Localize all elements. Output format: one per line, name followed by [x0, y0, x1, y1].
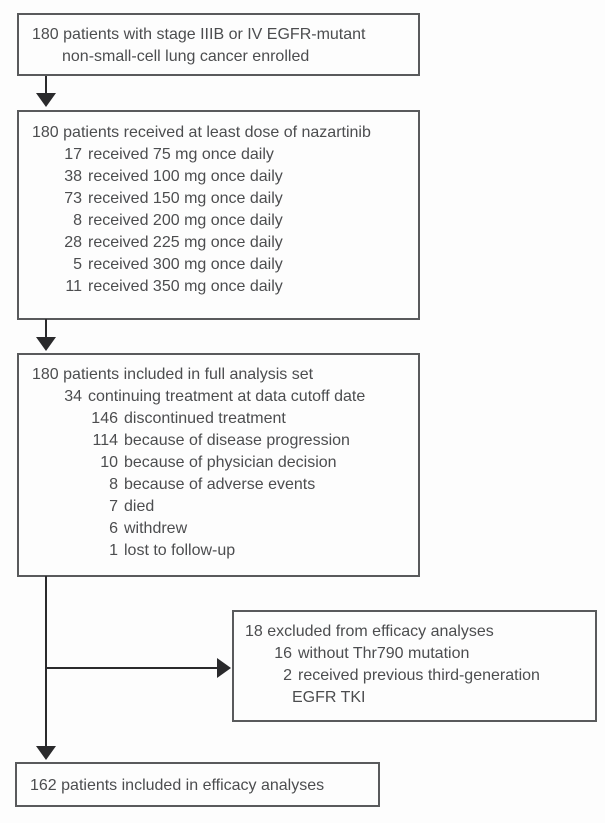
box-efficacy: 162 patients included in efficacy analys…	[15, 762, 380, 807]
list-item: 6 withdrew	[32, 518, 412, 540]
item-count: 2	[283, 667, 292, 684]
box-enrolled: 180 patients with stage IIIB or IV EGFR-…	[17, 13, 420, 76]
arrow-right-icon	[217, 658, 231, 678]
item-text: received 100 mg once daily	[88, 168, 283, 185]
connector-line-3	[45, 576, 47, 748]
list-item: 10 because of physician decision	[32, 452, 412, 474]
list-item: 8 received 200 mg once daily	[32, 210, 412, 232]
item-text: lost to follow-up	[124, 542, 236, 559]
item-text: received 300 mg once daily	[88, 256, 283, 273]
list-item: 28 received 225 mg once daily	[32, 232, 412, 254]
item-count: 73	[64, 190, 82, 207]
item-count: 114	[92, 432, 118, 449]
enrolled-line2: non-small-cell lung cancer enrolled	[62, 48, 310, 65]
item-text: received 75 mg once daily	[88, 146, 274, 163]
list-item: 1 lost to follow-up	[32, 540, 412, 562]
item-text: received 150 mg once daily	[88, 190, 283, 207]
item-count: 38	[64, 168, 82, 185]
list-item: 17 received 75 mg once daily	[32, 144, 412, 166]
item-text: died	[124, 498, 155, 515]
enrolled-line1: 180 patients with stage IIIB or IV EGFR-…	[32, 26, 366, 43]
item-count: 16	[274, 645, 292, 662]
connector-line-4	[46, 667, 217, 669]
box-excluded: 18 excluded from efficacy analyses 16 wit…	[232, 610, 597, 722]
item-text: because of disease progression	[124, 432, 350, 449]
list-item: 38 received 100 mg once daily	[32, 166, 412, 188]
full-analysis-title: 180 patients included in full analysis s…	[32, 366, 314, 383]
excluded-continuation: EGFR TKI	[292, 689, 366, 706]
list-item: 8 because of adverse events	[32, 474, 412, 496]
box-dosed: 180 patients received at least dose of n…	[17, 110, 420, 320]
item-text: because of physician decision	[124, 454, 337, 471]
list-item: 16 without Thr790 mutation	[245, 643, 589, 665]
item-text: withdrew	[124, 520, 188, 537]
list-item: 7 died	[32, 496, 412, 518]
connector-line-1	[45, 76, 47, 95]
item-text: discontinued treatment	[124, 410, 286, 427]
item-text: received 200 mg once daily	[88, 212, 283, 229]
item-count: 28	[64, 234, 82, 251]
item-text: continuing treatment at data cutoff date	[88, 388, 366, 405]
list-item: 11 received 350 mg once daily	[32, 276, 412, 298]
item-count: 1	[109, 542, 118, 559]
list-item: 34 continuing treatment at data cutoff da…	[32, 386, 412, 408]
arrow-down-icon-2	[36, 337, 56, 351]
box-full-analysis: 180 patients included in full analysis s…	[17, 353, 420, 577]
arrow-down-icon-1	[36, 93, 56, 107]
connector-line-2	[45, 319, 47, 339]
item-text: received 225 mg once daily	[88, 234, 283, 251]
item-count: 5	[73, 256, 82, 273]
item-text: because of adverse events	[124, 476, 316, 493]
item-count: 10	[100, 454, 118, 471]
excluded-title: 18 excluded from efficacy analyses	[245, 623, 494, 640]
efficacy-line: 162 patients included in efficacy analys…	[30, 777, 325, 794]
arrow-down-icon-3	[36, 746, 56, 760]
item-text: without Thr790 mutation	[298, 645, 470, 662]
list-item: 2 received previous third-generation	[245, 665, 589, 687]
item-count: 11	[65, 278, 82, 295]
list-item: 73 received 150 mg once daily	[32, 188, 412, 210]
list-item: 146 discontinued treatment	[32, 408, 412, 430]
item-count: 8	[73, 212, 82, 229]
item-count: 7	[109, 498, 118, 515]
item-count: 6	[109, 520, 118, 537]
list-item: 5 received 300 mg once daily	[32, 254, 412, 276]
item-count: 146	[91, 410, 118, 427]
item-text: received 350 mg once daily	[88, 278, 283, 295]
item-count: 8	[109, 476, 118, 493]
item-count: 17	[64, 146, 82, 163]
item-text: received previous third-generation	[298, 667, 540, 684]
list-item: 114 because of disease progression	[32, 430, 412, 452]
dosed-title: 180 patients received at least dose of n…	[32, 124, 371, 141]
item-count: 34	[64, 388, 82, 405]
